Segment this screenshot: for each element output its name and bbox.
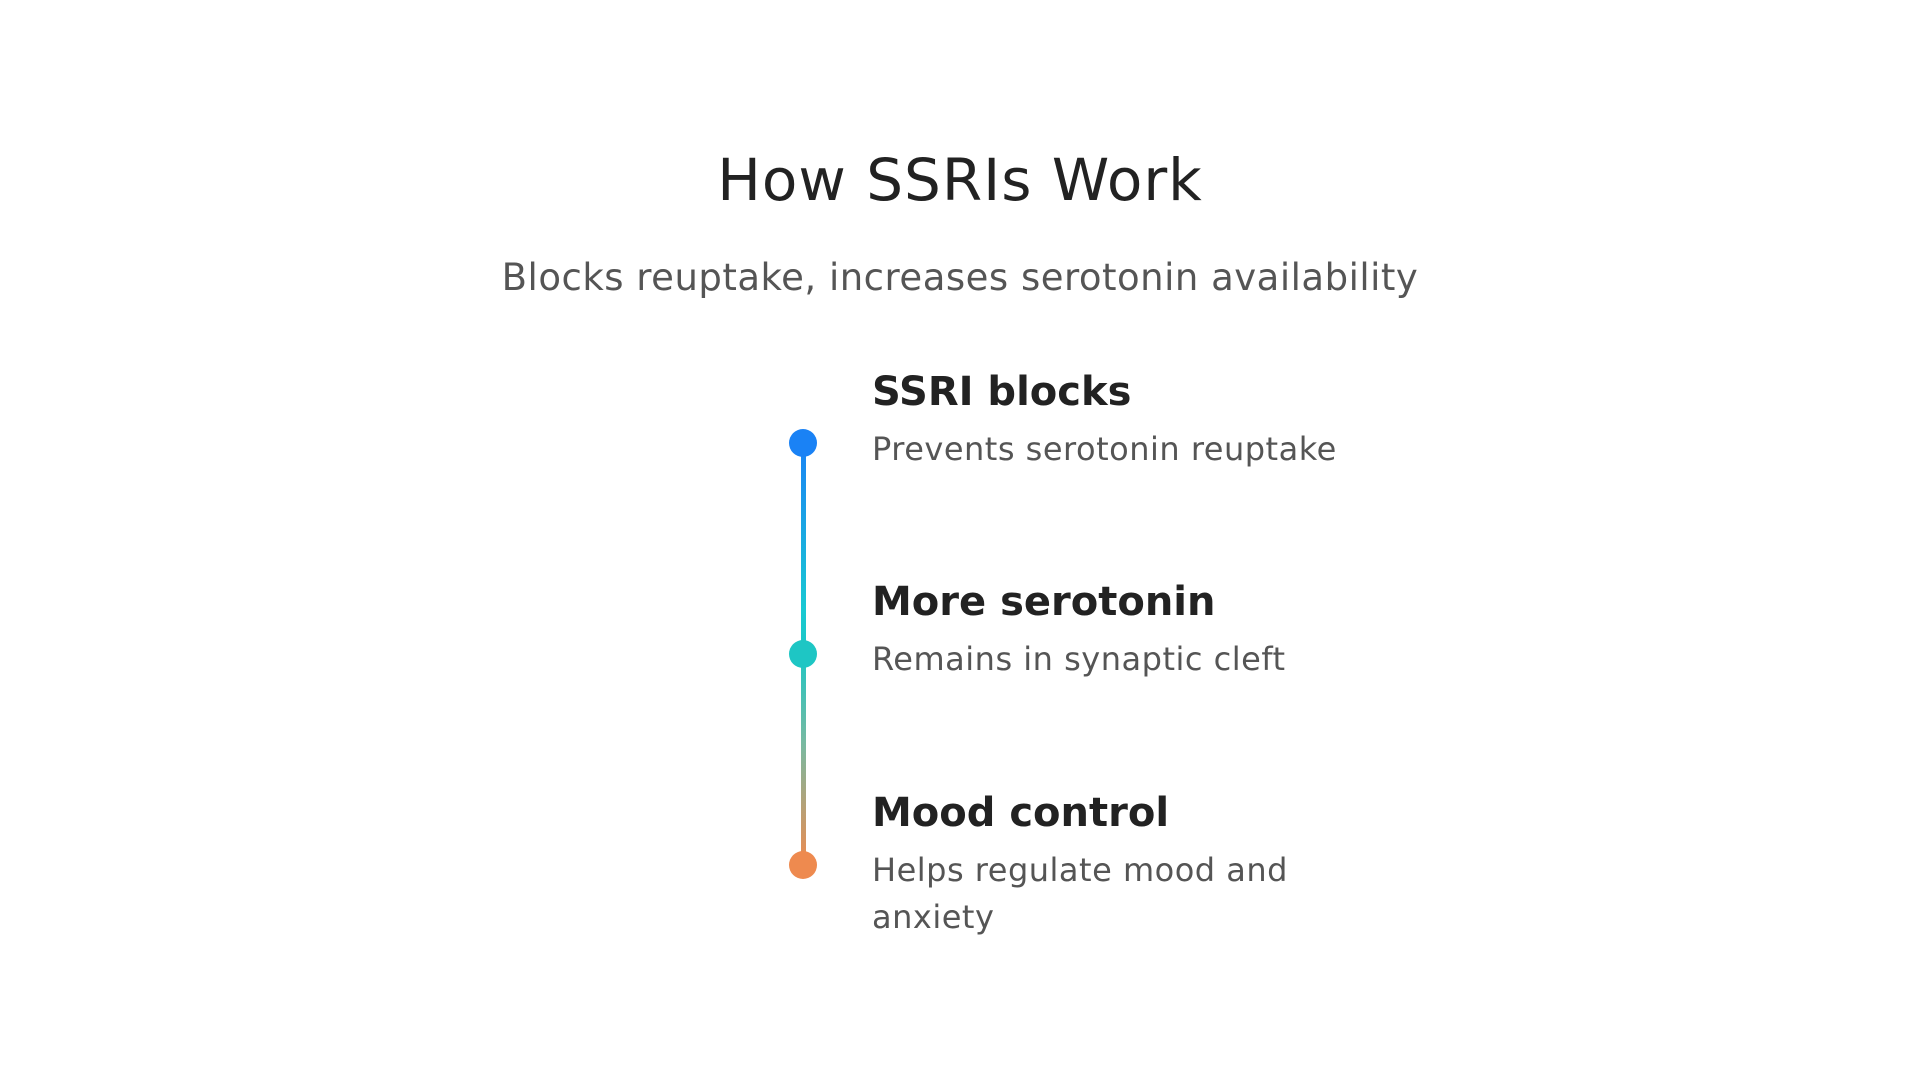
step-description: Prevents serotonin reuptake [872, 430, 1337, 468]
timeline-step-ssri-blocks: SSRI blocks Prevents serotonin reuptake [872, 368, 1392, 473]
step-description: Remains in synaptic cleft [872, 640, 1286, 678]
step-title: SSRI blocks [872, 369, 1132, 415]
page-subtitle: Blocks reuptake, increases serotonin ava… [501, 256, 1419, 299]
timeline-step-more-serotonin: More serotonin Remains in synaptic cleft [872, 578, 1392, 683]
timeline-dot-mood-control [789, 851, 817, 879]
timeline-dot-more-serotonin [789, 640, 817, 668]
step-description: Helps regulate mood and anxiety [872, 851, 1288, 936]
page-title: How SSRIs Work [717, 146, 1203, 214]
step-title: More serotonin [872, 579, 1216, 625]
step-title: Mood control [872, 790, 1170, 836]
timeline-dot-ssri-blocks [789, 429, 817, 457]
timeline-step-mood-control: Mood control Helps regulate mood and anx… [872, 789, 1312, 941]
